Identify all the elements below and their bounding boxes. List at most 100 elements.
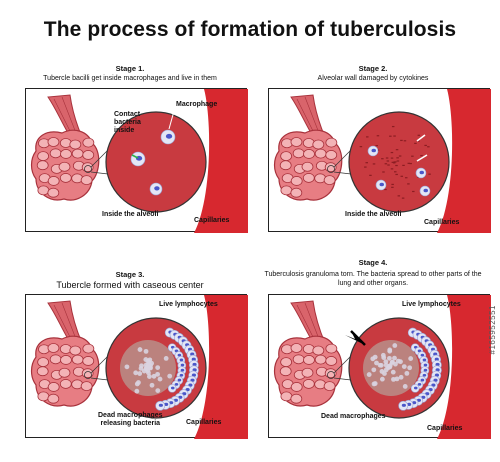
alveolus-closeup bbox=[333, 295, 491, 439]
alveolus-sac bbox=[280, 151, 293, 162]
alveolus-sac bbox=[312, 345, 325, 356]
zoom-marker bbox=[327, 371, 335, 379]
alveolus-sac bbox=[279, 160, 292, 171]
capillary-band bbox=[437, 89, 491, 233]
label-dead-macrophages: Dead macrophages bbox=[321, 413, 386, 420]
cytokine bbox=[384, 188, 387, 191]
pointer-line bbox=[185, 110, 197, 128]
lymphocyte bbox=[167, 384, 177, 393]
alveolus-sac bbox=[290, 176, 303, 186]
alveolus-sac bbox=[323, 175, 336, 185]
alveolus-sac bbox=[302, 138, 315, 148]
cytokine bbox=[428, 173, 431, 175]
cytokine bbox=[391, 125, 395, 128]
alveolus-sac bbox=[37, 185, 50, 196]
alveolus-sac bbox=[36, 366, 49, 377]
macrophage-cell bbox=[419, 185, 431, 197]
alveolus-sac bbox=[292, 148, 305, 159]
dead-macrophage bbox=[134, 388, 140, 394]
cytokine bbox=[397, 195, 401, 197]
lymphocyte bbox=[410, 384, 420, 393]
alveolus-sac bbox=[47, 137, 60, 147]
alveolus-sac bbox=[280, 185, 293, 196]
stage-4-heading: Stage 4. bbox=[358, 258, 388, 267]
cytokine bbox=[420, 154, 423, 157]
alveolus-sac bbox=[325, 150, 338, 160]
dead-macrophage bbox=[391, 376, 396, 382]
alveolus-sac bbox=[280, 391, 293, 402]
stage-1-heading: Stage 1. bbox=[115, 64, 145, 73]
label-capillaries: Capillaries bbox=[427, 425, 463, 432]
alveolus-sac bbox=[325, 356, 338, 366]
alveolus-sac bbox=[47, 343, 60, 353]
alveolus-sac bbox=[302, 379, 315, 389]
alveolus-sac bbox=[82, 356, 95, 366]
alveolus-sac bbox=[81, 162, 94, 173]
lymphocyte bbox=[160, 399, 171, 410]
alveolus-sac bbox=[60, 355, 72, 365]
dead-macrophage bbox=[398, 374, 404, 380]
alveolus-sac bbox=[69, 345, 82, 356]
alveolus-closeup bbox=[90, 295, 248, 439]
macrophage-cell bbox=[160, 129, 176, 145]
label-macrophage: Macrophage bbox=[176, 101, 218, 108]
lung-lobule bbox=[273, 94, 343, 201]
dead-macrophage bbox=[143, 366, 149, 372]
dead-macrophage bbox=[137, 371, 143, 376]
alveolus-sac bbox=[325, 343, 338, 354]
alveolus-sac bbox=[290, 393, 303, 404]
stage-2-heading: Stage 2. bbox=[358, 64, 388, 73]
stage-2-description: Alveolar wall damaged by cytokines bbox=[317, 75, 429, 82]
alveolus-sac bbox=[58, 367, 71, 378]
stage-3-heading: Stage 3. bbox=[115, 270, 145, 279]
dead-macrophage bbox=[134, 381, 140, 387]
alveolus-sac bbox=[47, 382, 60, 392]
dead-macrophage bbox=[374, 360, 379, 366]
cytokine bbox=[398, 155, 402, 157]
alveolus-closeup bbox=[90, 89, 248, 233]
cytokine bbox=[382, 171, 385, 173]
alveolus-sac bbox=[302, 344, 315, 354]
cytokine bbox=[396, 157, 399, 159]
alveolus-sac bbox=[82, 343, 95, 354]
dead-macrophage bbox=[401, 364, 407, 370]
dead-macrophage bbox=[133, 370, 139, 376]
alveolus-sac bbox=[47, 187, 60, 198]
stage-4-illustration bbox=[273, 295, 491, 439]
cytokine bbox=[393, 135, 396, 137]
cytokine bbox=[366, 136, 369, 138]
alveolus-sac bbox=[81, 368, 94, 379]
macrophage-cell bbox=[367, 145, 379, 157]
cytokine bbox=[417, 134, 421, 136]
zoom-line bbox=[333, 355, 352, 374]
macrophage-cell bbox=[149, 182, 163, 196]
macrophage-cell bbox=[375, 179, 387, 191]
cytokine bbox=[411, 155, 414, 157]
lung-lobule bbox=[273, 300, 343, 407]
cytokine bbox=[412, 190, 415, 193]
alveolus-sac bbox=[37, 151, 50, 162]
dead-macrophage bbox=[155, 371, 160, 377]
dead-macrophage bbox=[378, 362, 384, 368]
cytokine bbox=[407, 162, 411, 164]
alveolus-sac bbox=[60, 149, 72, 159]
cytokine bbox=[391, 186, 394, 188]
dead-macrophage bbox=[381, 355, 387, 360]
spread-arrow-line bbox=[350, 330, 366, 346]
dead-macrophage bbox=[124, 364, 130, 370]
alveolus-sac bbox=[82, 150, 95, 160]
stage-1-panel: Contact bacteria inside Macrophage Insid… bbox=[25, 88, 248, 233]
cytokine bbox=[365, 162, 368, 164]
dead-macrophage bbox=[394, 376, 400, 382]
dead-macrophage bbox=[387, 355, 392, 361]
dead-macrophage bbox=[143, 348, 149, 354]
lung-lobule bbox=[30, 300, 100, 407]
cytokine bbox=[390, 157, 394, 159]
dead-macrophage bbox=[383, 367, 389, 373]
cytokine bbox=[395, 173, 398, 176]
alveolus-sac bbox=[49, 148, 62, 159]
alveolus-sac bbox=[49, 354, 62, 365]
cytokine bbox=[381, 158, 384, 160]
dead-macrophage bbox=[371, 367, 377, 373]
cytokine bbox=[417, 140, 420, 142]
